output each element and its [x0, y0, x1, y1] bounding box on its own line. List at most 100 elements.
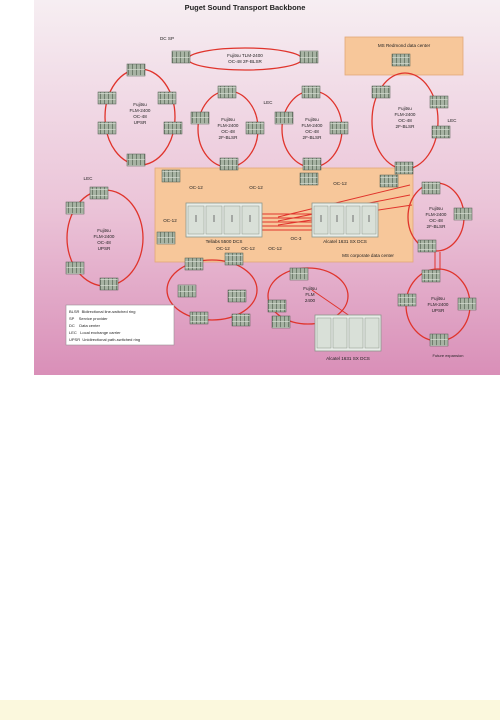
node-ll-4	[65, 261, 85, 275]
diagram-title: Puget Sound Transport Backbone	[185, 3, 306, 12]
label-oc12-e: OC-12	[216, 246, 230, 251]
label-ring-c2-1: Fujitsu	[305, 117, 319, 122]
label-ring-bc-2: FLM	[305, 292, 314, 297]
ring-bottom-left	[166, 259, 258, 321]
legend-box	[65, 304, 175, 346]
label-ring-bc-3: 2400	[305, 298, 316, 303]
label-ring-ll-3: OC-48	[97, 240, 111, 245]
legend-line-1: BLSR Bidirectional line-switched ring	[69, 309, 135, 314]
label-ring-r2-4: 2F-BLSR	[427, 224, 447, 229]
label-oc12-g: OC-12	[268, 246, 282, 251]
label-ring-ll-4: UPSR	[98, 246, 111, 251]
node-br-1	[421, 269, 441, 283]
label-ring-c2-4: 2F-BLSR	[303, 135, 323, 140]
label-ring-r-3: OC-48	[398, 118, 412, 123]
node-bl-4	[227, 289, 247, 303]
label-ring-c1-3: OC-48	[221, 129, 235, 134]
node-c1-1	[217, 85, 237, 99]
node-c1-4	[219, 157, 239, 171]
label-dc-sp: DC SP	[160, 36, 174, 41]
node-ru-1	[371, 85, 391, 99]
alcatel-bottom-dcs	[314, 314, 382, 352]
legend-line-4: LEC Local exchange carrier	[69, 330, 121, 335]
label-ring-left-2: FLM-2400	[130, 108, 151, 113]
node-bl-3	[177, 284, 197, 298]
label-ring-r2-3: OC-48	[429, 218, 443, 223]
label-ring-r-1: Fujitsu	[398, 106, 412, 111]
label-oc12-a: OC-12	[189, 185, 203, 190]
legend-line-3: DC Data center	[69, 323, 101, 328]
node-bc-3	[271, 315, 291, 329]
node-rm-2	[453, 207, 473, 221]
ms-redmond-label: MS Redmond data center	[378, 43, 431, 48]
node-corp-3	[379, 174, 399, 188]
node-ll-3	[156, 231, 176, 245]
node-bl-6	[231, 313, 251, 327]
alcatel-bottom-label: Alcatel 1631 SX DCS	[326, 356, 370, 361]
node-ru-3	[431, 125, 451, 139]
label-ring-r-2: FLM-2400	[395, 112, 416, 117]
label-lec-a: LEC	[264, 100, 274, 105]
node-c2-4	[302, 157, 322, 171]
label-ring-br-3: UPSR	[432, 308, 445, 313]
label-ring-br-2: FLM-2400	[428, 302, 449, 307]
node-c1-3	[245, 121, 265, 135]
node-bc-1	[289, 267, 309, 281]
label-ring-left-4: UPSR	[134, 120, 147, 125]
label-ring-c1-4: 2F-BLSR	[219, 135, 239, 140]
label-ring-c1-2: FLM-2400	[218, 123, 239, 128]
alcatel-dcs	[311, 202, 379, 238]
node-ll-2	[65, 201, 85, 215]
node-lu-4	[97, 121, 117, 135]
label-ring-c2-2: FLM-2400	[302, 123, 323, 128]
bottom-strip	[0, 700, 500, 720]
legend: BLSR Bidirectional line-switched ring SP…	[65, 304, 175, 346]
link-1	[277, 184, 411, 218]
tellabs-label: Tellabs 5500 DCS	[206, 239, 243, 244]
node-c2-2	[274, 111, 294, 125]
ms-corp-label: MS corporate data center	[342, 253, 394, 258]
label-oc12-d: OC-12	[163, 218, 177, 223]
label-ring-bc-1: Fujitsu	[303, 286, 317, 291]
label-ring-r2-1: Fujitsu	[429, 206, 443, 211]
legend-line-2: SP Service provider	[69, 316, 108, 321]
node-top-right	[299, 50, 319, 64]
label-oc3: OC-3	[291, 236, 302, 241]
node-lu-2	[97, 91, 117, 105]
label-oc12-c: OC-12	[333, 181, 347, 186]
node-lu-6	[126, 153, 146, 167]
node-bl-1	[184, 257, 204, 271]
node-c1-2	[190, 111, 210, 125]
node-lu-1	[126, 63, 146, 77]
node-ru-2	[429, 95, 449, 109]
label-fujitsu-top-sub: OC-48 2F-BLSR	[228, 59, 262, 64]
tellabs-dcs	[185, 202, 263, 238]
node-c2-1	[301, 85, 321, 99]
label-ring-c2-3: OC-48	[305, 129, 319, 134]
legend-line-5: UPSR Unidirectional path-switched ring	[69, 337, 140, 342]
node-ru-4	[394, 161, 414, 175]
node-redmond-a	[391, 53, 411, 67]
label-future: Future expansion	[433, 353, 464, 358]
node-br-2	[397, 293, 417, 307]
label-ring-br-1: Fujitsu	[431, 296, 445, 301]
node-ll-5	[99, 277, 119, 291]
label-ring-left-1: Fujitsu	[133, 102, 147, 107]
label-ring-ll-1: Fujitsu	[97, 228, 111, 233]
label-fujitsu-top: Fujitsu TLM-2400	[227, 53, 263, 58]
node-corp-1	[161, 169, 181, 183]
node-c2-3	[329, 121, 349, 135]
node-bl-2	[224, 252, 244, 266]
node-corp-2	[299, 172, 319, 186]
node-lu-3	[157, 91, 177, 105]
node-bc-2	[267, 299, 287, 313]
label-ring-c1-1: Fujitsu	[221, 117, 235, 122]
label-ring-r2-2: FLM-2400	[426, 212, 447, 217]
node-rm-1	[421, 181, 441, 195]
label-ring-r-4: 2F-BLSR	[396, 124, 416, 129]
label-lec-c: LEC	[84, 176, 94, 181]
node-top-left	[171, 50, 191, 64]
label-ring-left-3: OC-48	[133, 114, 147, 119]
node-bl-5	[189, 311, 209, 325]
